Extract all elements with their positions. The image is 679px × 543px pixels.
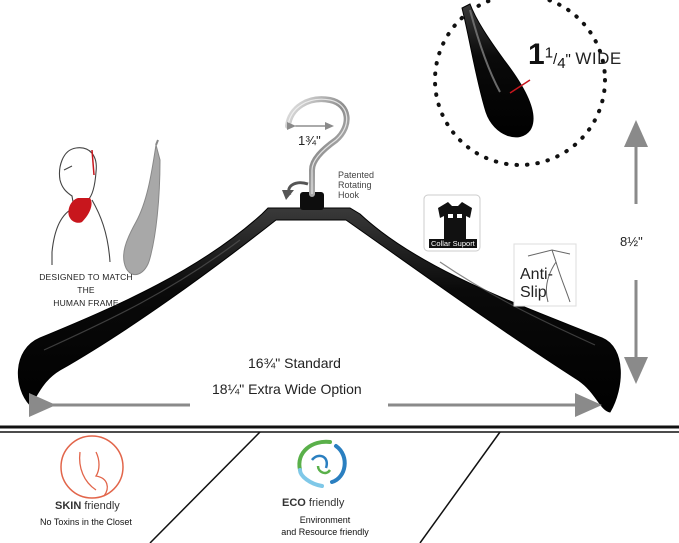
anti-slip-line2: Slip [520,284,547,301]
height-label: 8½" [620,234,643,249]
shoulder-width-label: 11/4" WIDE [528,38,622,73]
hanger-body [18,192,621,413]
skin-badge-icon [60,435,124,499]
hook-label-line3: Hook [338,190,360,200]
human-frame-figure [51,139,161,276]
shoulder-numerator: 1 [544,44,554,62]
shoulder-inch: " [565,51,571,68]
anti-slip-line1: Anti- [520,266,553,283]
eco-badge-icon [297,439,347,488]
eco-badge-title: ECO friendly [282,497,344,509]
skin-badge-sub: No Toxins in the Closet [40,517,132,527]
collar-support-label: Collar Suport [429,239,477,248]
human-frame-line3: HUMAN FRAME [53,298,119,308]
width-standard-label: 16¾" Standard [248,355,341,371]
shoulder-wide: WIDE [575,49,622,68]
eco-badge-bold: ECO [282,497,306,509]
hook-label-line1: Patented [338,170,375,180]
hook-size-label: 1¾" [298,133,321,148]
eco-badge-sub-line1: Environment [299,515,351,525]
skin-badge-rest: friendly [81,500,120,512]
eco-badge-sub-line2: and Resource friendly [281,527,369,537]
hook-label-line2: Rotating [338,180,372,190]
width-extra-label: 18¼" Extra Wide Option [212,381,362,397]
shoulder-whole: 1 [528,38,545,71]
closet-floor-lines [0,425,679,543]
human-frame-line2: THE [77,285,95,295]
rotating-hook [282,96,350,200]
shoulder-denominator: 4 [557,55,566,73]
skin-badge-title: SKIN friendly [55,500,120,512]
human-frame-line1: DESIGNED TO MATCH [39,272,133,282]
skin-badge-bold: SKIN [55,500,82,512]
anti-slip-icon [513,243,577,307]
shoulder-detail [433,0,607,167]
collar-shirt-icon [423,194,481,252]
eco-badge-rest: friendly [305,497,345,509]
